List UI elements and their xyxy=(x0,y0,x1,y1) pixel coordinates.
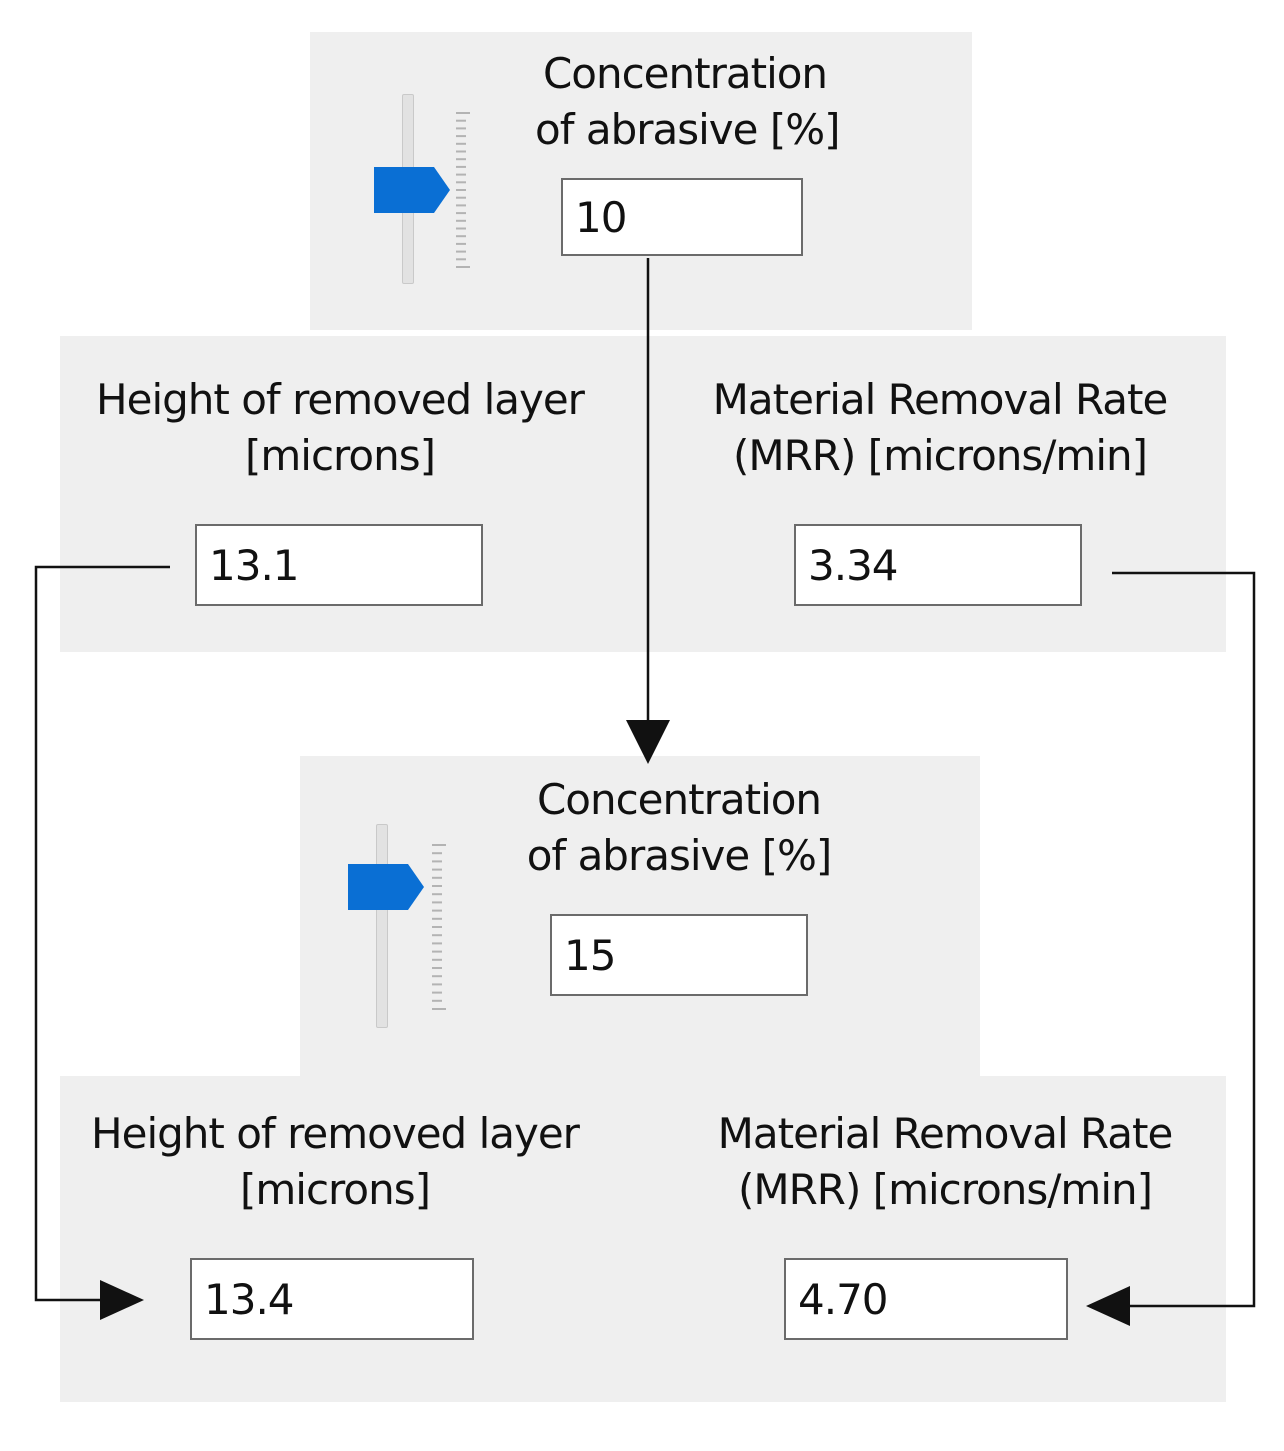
label-line: [microns] xyxy=(240,1165,431,1214)
updated-height-label: Height of removed layer [microns] xyxy=(60,1106,610,1218)
updated-mrr-output[interactable] xyxy=(784,1258,1068,1340)
initial-mrr-label: Material Removal Rate (MRR) [microns/min… xyxy=(680,372,1200,484)
label-line: Height of removed layer xyxy=(91,1109,580,1158)
label-line: (MRR) [microns/min] xyxy=(732,431,1148,480)
updated-outputs-panel: Height of removed layer [microns] Materi… xyxy=(60,1076,1226,1402)
initial-outputs-panel: Height of removed layer [microns] Materi… xyxy=(60,336,1226,652)
updated-concentration-label: Concentration of abrasive [%] xyxy=(526,772,833,884)
slider-ticks xyxy=(432,844,446,1010)
label-line: (MRR) [microns/min] xyxy=(737,1165,1153,1214)
updated-height-output[interactable] xyxy=(190,1258,474,1340)
slider-track[interactable] xyxy=(376,824,388,1028)
initial-mrr-output[interactable] xyxy=(794,524,1082,606)
initial-concentration-panel: Concentration of abrasive [%] xyxy=(310,32,972,330)
label-line: Height of removed layer xyxy=(96,375,585,424)
label-line: Concentration xyxy=(542,49,828,98)
updated-concentration-input[interactable] xyxy=(550,914,808,996)
slider-thumb[interactable] xyxy=(348,864,424,910)
label-line: Material Removal Rate xyxy=(717,1109,1174,1158)
initial-height-label: Height of removed layer [microns] xyxy=(60,372,620,484)
label-line: of abrasive [%] xyxy=(526,831,833,880)
initial-concentration-slider[interactable] xyxy=(372,94,472,286)
initial-concentration-input[interactable] xyxy=(561,178,803,256)
initial-height-output[interactable] xyxy=(195,524,483,606)
slider-ticks xyxy=(456,112,470,268)
label-line: Material Removal Rate xyxy=(712,375,1169,424)
updated-mrr-label: Material Removal Rate (MRR) [microns/min… xyxy=(680,1106,1210,1218)
label-line: of abrasive [%] xyxy=(535,105,841,154)
updated-concentration-slider[interactable] xyxy=(346,824,456,1030)
label-line: Concentration xyxy=(536,775,822,824)
slider-thumb[interactable] xyxy=(374,167,450,213)
label-line: [microns] xyxy=(245,431,436,480)
initial-concentration-label: Concentration of abrasive [%] xyxy=(535,46,841,158)
updated-concentration-panel: Concentration of abrasive [%] xyxy=(300,756,980,1086)
